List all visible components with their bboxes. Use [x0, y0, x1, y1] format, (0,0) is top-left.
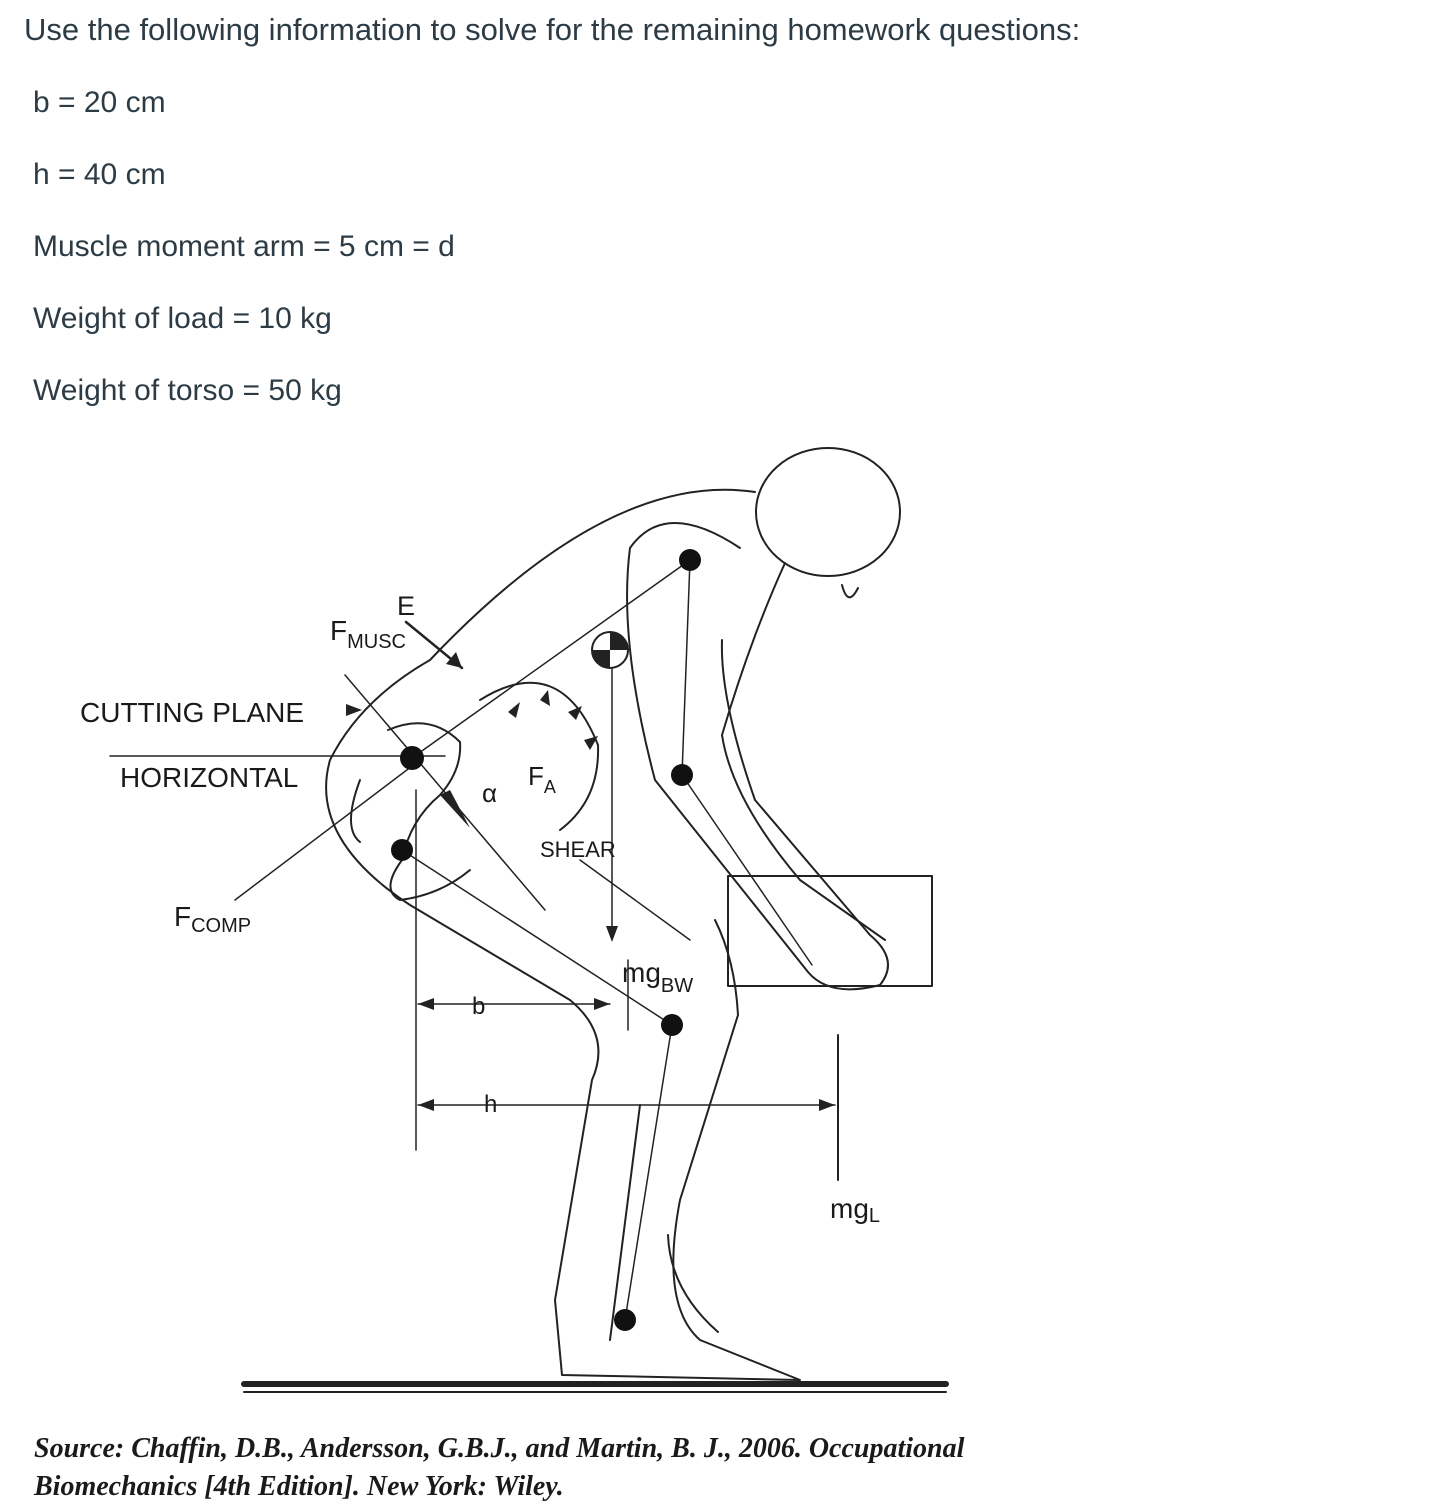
fcomp-force-line [234, 759, 421, 901]
intro-text: Use the following information to solve f… [24, 12, 1081, 47]
given-h: h = 40 cm [33, 158, 166, 191]
label-b: b [472, 993, 485, 1020]
arm-link [681, 559, 813, 966]
label-mgbw: mgBW [622, 957, 693, 997]
shank-link [624, 1024, 673, 1321]
knee-joint [661, 1014, 683, 1036]
spine-link [411, 559, 691, 759]
hip-joint [391, 839, 413, 861]
given-load-weight: Weight of load = 10 kg [33, 302, 332, 335]
label-e: E [397, 591, 415, 621]
label-fcomp: FCOMP [174, 901, 251, 937]
label-alpha: α [482, 778, 497, 808]
chin-outline [841, 584, 859, 599]
given-moment-arm: Muscle moment arm = 5 cm = d [33, 230, 455, 263]
source-line-2: Biomechanics [4th Edition]. New York: Wi… [34, 1471, 564, 1502]
label-mgl: mgL [830, 1193, 880, 1227]
head-outline [755, 447, 901, 577]
ankle-joint [614, 1309, 636, 1331]
source-citation: Source: Chaffin, D.B., Andersson, G.B.J.… [34, 1430, 964, 1506]
source-line-1: Source: Chaffin, D.B., Andersson, G.B.J.… [34, 1433, 965, 1464]
label-cutting-plane: CUTTING PLANE [80, 697, 304, 728]
label-fmusc: FMUSC [330, 615, 406, 653]
fa-pressure-arc [479, 681, 600, 831]
biomechanics-figure: E FMUSC CUTTING PLANE HORIZONTAL α FA SH… [80, 447, 949, 1393]
center-of-mass-icon [591, 631, 629, 669]
pelvis-inner [350, 779, 361, 843]
shoulder-joint [679, 549, 701, 571]
shear-line [579, 859, 691, 941]
given-b: b = 20 cm [33, 86, 166, 119]
elbow-joint [671, 764, 693, 786]
shin-line [667, 1234, 719, 1333]
label-h: h [484, 1091, 497, 1118]
arm-outline [626, 522, 889, 991]
l5s1-joint [400, 746, 424, 770]
given-torso-weight: Weight of torso = 50 kg [33, 374, 342, 407]
chest-outline [721, 562, 886, 941]
thigh-link [401, 849, 673, 1026]
load-box [727, 875, 933, 987]
leg-line [609, 1104, 641, 1341]
label-fa: FA [528, 761, 556, 797]
label-horizontal: HORIZONTAL [120, 762, 298, 793]
label-shear: SHEAR [540, 837, 616, 862]
body-outline [325, 488, 801, 1381]
